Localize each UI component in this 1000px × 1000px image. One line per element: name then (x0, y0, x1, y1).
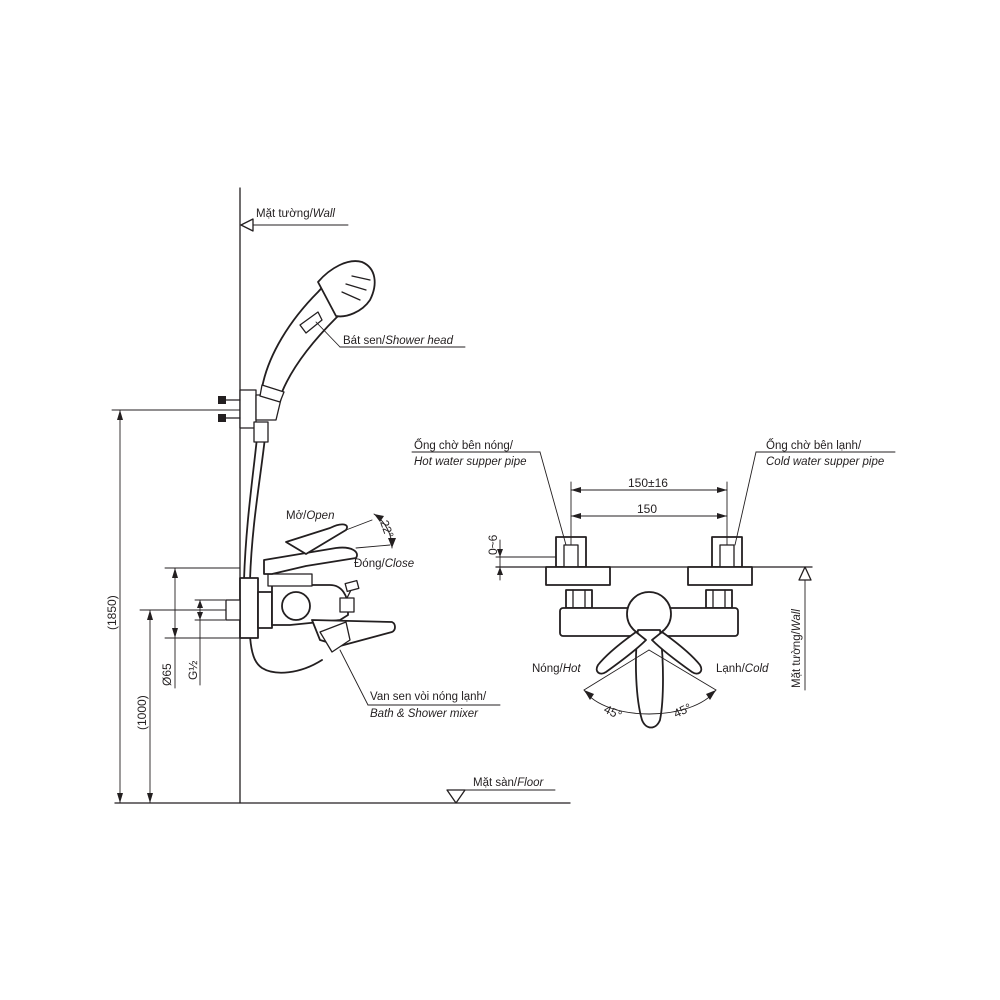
lever-closed (263, 546, 358, 575)
front-wall-arrow-icon (798, 566, 812, 581)
thread-label: G½ (186, 661, 200, 680)
spacing-tol-label: 150±16 (628, 476, 668, 490)
floor-arrow-icon (446, 789, 466, 804)
cold-supply-pipe (711, 536, 743, 568)
shower-button-icon (299, 311, 323, 334)
height-1000-label: (1000) (135, 695, 149, 730)
hot-flange (545, 566, 611, 586)
dimension-1850: (1850) (105, 409, 241, 804)
open-label: Mở/Open (286, 510, 334, 522)
cold-pipe-label-vi: Ống chờ bên lạnh/ (766, 438, 862, 452)
dimension-flange: Ø65 G½ (160, 567, 241, 689)
wall-flange (239, 577, 259, 639)
mixer-side-view (225, 573, 396, 653)
hose-nut (253, 421, 269, 443)
hot-pipe-label-en: Hot water supper pipe (414, 456, 527, 468)
mixer-cartridge (281, 591, 311, 621)
dimension-1000: (1000) (135, 609, 241, 804)
cold-label: Lạnh/Cold (716, 663, 769, 675)
front-wall-label-group: Mặt tường/Wall (791, 566, 812, 691)
handle-lever-cold (651, 631, 703, 675)
angle-arc-front (583, 689, 717, 715)
handle-lever-hot (595, 631, 647, 675)
angle-right-label: 45° (671, 700, 694, 720)
shower-head (259, 260, 376, 403)
shower-head-label-group: Bát sen/Shower head (315, 321, 466, 348)
shower-collar (259, 384, 285, 403)
spacing-label: 150 (637, 502, 657, 516)
wall-arrow-icon (240, 218, 254, 232)
diverter-knob-icon (319, 621, 351, 653)
handle-base (267, 573, 313, 587)
mixer-handle-front (595, 591, 703, 729)
wall-label-group: Mặt tường/Wall (240, 208, 349, 232)
connector-nut (257, 591, 273, 629)
screw-head-icon (218, 414, 226, 422)
close-label: Đóng/Close (354, 558, 414, 570)
hot-nut (565, 589, 593, 609)
mixer-label-en: Bath & Shower mixer (370, 708, 479, 720)
mixer-label-group: Van sen vòi nóng lạnh/ Bath & Shower mix… (339, 649, 501, 720)
wall-label: Mặt tường/Wall (256, 208, 335, 220)
hot-pipe-label-group: Ống chờ bên nóng/ Hot water supper pipe (411, 438, 567, 546)
angle-22-label: 22° (377, 518, 396, 540)
dimension-offset: 0~6 (486, 534, 561, 581)
cold-pipe-label-en: Cold water supper pipe (766, 456, 884, 468)
cold-flange (687, 566, 753, 586)
shower-face (317, 260, 376, 318)
front-wall-label: Mặt tường/Wall (791, 609, 803, 688)
offset-label: 0~6 (486, 534, 500, 555)
mixer-lever: 22° Mở/Open Đóng/Close (263, 510, 414, 575)
mixer-label-vi: Van sen vòi nóng lạnh/ (370, 691, 487, 703)
hot-label: Nóng/Hot (532, 663, 581, 675)
angle-left-label: 45° (602, 702, 625, 722)
inlet-thread (225, 599, 241, 621)
cold-pipe-label-group: Ống chờ bên lạnh/ Cold water supper pipe (734, 438, 896, 546)
floor-label: Mặt sàn/Floor (473, 777, 544, 789)
hot-pipe-label-vi: Ống chờ bên nóng/ (414, 438, 514, 452)
cold-nut (705, 589, 733, 609)
floor-label-group: Mặt sàn/Floor (446, 777, 556, 804)
dimension-spacing: 150±16 150 (570, 476, 728, 546)
screw-head-icon (218, 396, 226, 404)
diverter-top (339, 597, 355, 613)
shower-head-label: Bát sen/Shower head (343, 335, 454, 347)
height-1850-label: (1850) (105, 595, 119, 630)
diameter-label: Ø65 (160, 663, 174, 686)
